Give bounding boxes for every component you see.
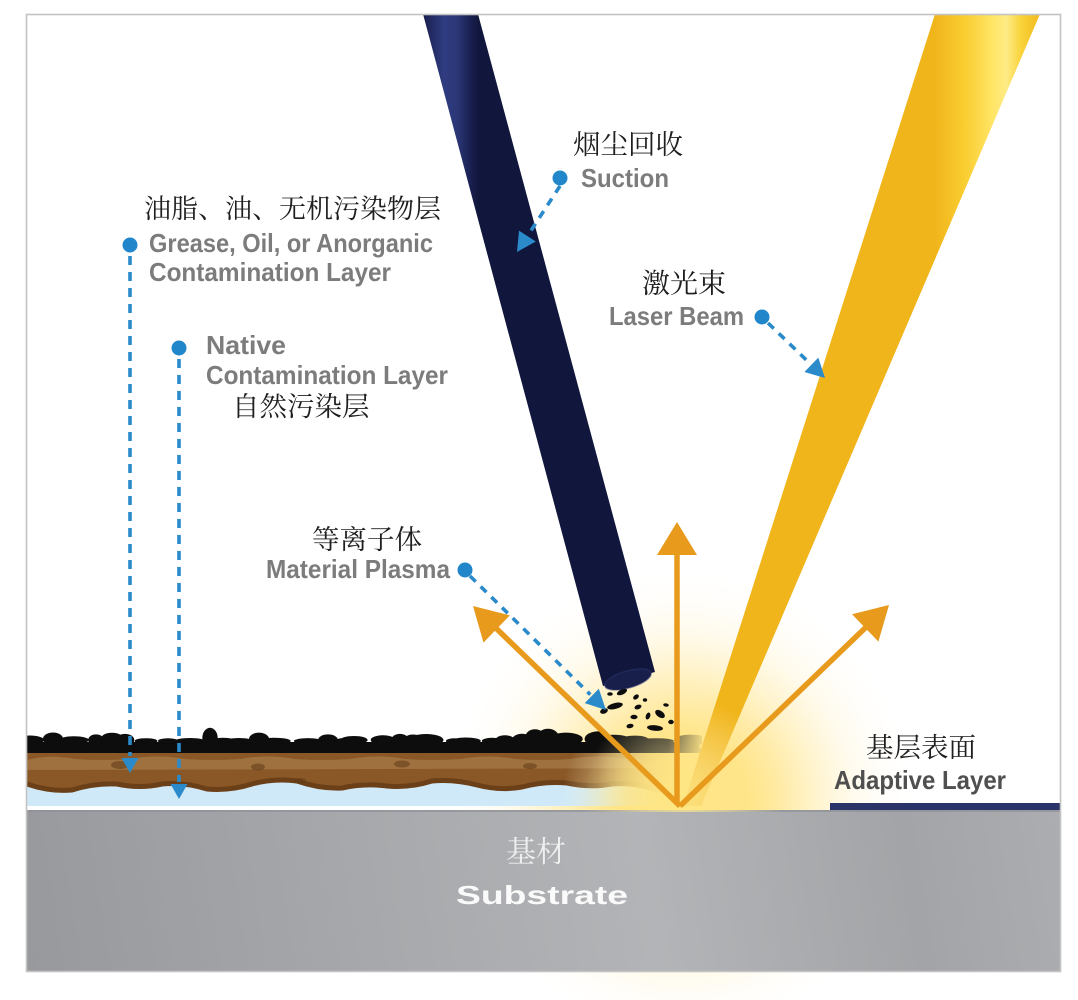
svg-text:Material Plasma: Material Plasma (266, 554, 450, 584)
svg-text:Grease, Oil, or Anorganic: Grease, Oil, or Anorganic (149, 228, 433, 258)
svg-text:Substrate: Substrate (456, 880, 628, 910)
svg-text:Contamination Layer: Contamination Layer (149, 257, 391, 287)
svg-text:Adaptive Layer: Adaptive Layer (834, 765, 1006, 795)
svg-text:Laser Beam: Laser Beam (609, 301, 744, 331)
svg-text:Native: Native (206, 330, 286, 360)
svg-text:Suction: Suction (581, 163, 669, 193)
svg-text:Contamination Layer: Contamination Layer (206, 360, 448, 390)
